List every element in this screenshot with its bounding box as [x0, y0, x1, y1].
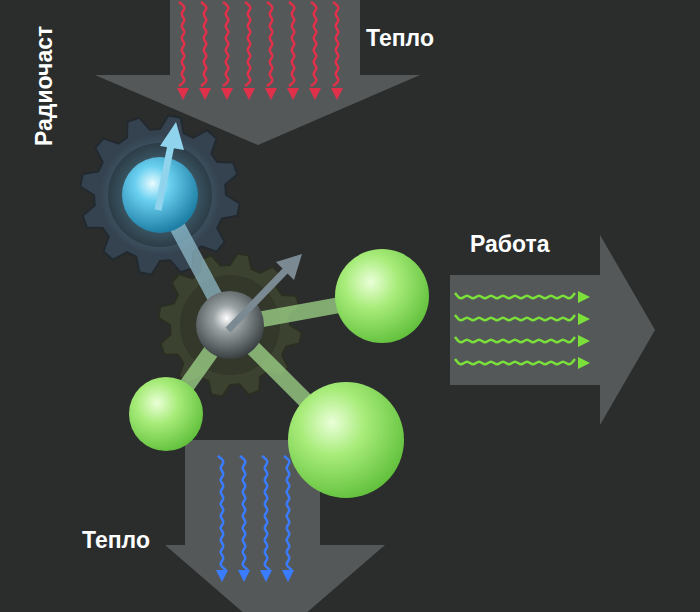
heat-wave — [333, 2, 338, 86]
wave-head — [238, 570, 250, 582]
work-wave — [455, 293, 575, 298]
wave-head — [282, 570, 294, 582]
vertical-label: Радиочаст — [32, 26, 57, 146]
arrow-label: Работа — [470, 232, 550, 257]
work-wave — [455, 359, 575, 364]
arrow-label: Тепло — [366, 26, 434, 51]
wave-head — [578, 357, 590, 369]
heat-wave — [201, 2, 206, 86]
arrow-label: Тепло — [82, 528, 150, 553]
wave-head — [287, 88, 299, 100]
blue-gear — [80, 115, 239, 274]
work-arrow — [450, 235, 655, 425]
wave-head — [331, 88, 343, 100]
heat-wave — [245, 2, 250, 86]
wave-head — [199, 88, 211, 100]
wave-head — [243, 88, 255, 100]
work-wave — [455, 337, 575, 342]
chlorine-sphere — [335, 249, 429, 343]
heat-wave — [311, 2, 316, 86]
wave-head — [578, 291, 590, 303]
chlorine-sphere — [288, 382, 404, 498]
wave-head — [216, 570, 228, 582]
heat-wave — [289, 2, 294, 86]
heat-wave — [240, 456, 248, 570]
heat-wave — [223, 2, 228, 86]
heat-wave — [284, 456, 292, 570]
heat-wave — [179, 2, 184, 86]
spin-arrow — [228, 254, 302, 330]
wave-head — [221, 88, 233, 100]
wave-head — [260, 570, 272, 582]
wave-head — [265, 88, 277, 100]
wave-head — [578, 313, 590, 325]
heat-wave — [262, 456, 270, 570]
wave-head — [177, 88, 189, 100]
chlorine-sphere — [129, 377, 203, 451]
wave-head — [578, 335, 590, 347]
work-wave — [455, 315, 575, 320]
glow — [100, 135, 220, 255]
heat-wave — [267, 2, 272, 86]
wave-head — [309, 88, 321, 100]
spin-arrow — [158, 122, 184, 210]
heat-wave — [218, 456, 226, 570]
